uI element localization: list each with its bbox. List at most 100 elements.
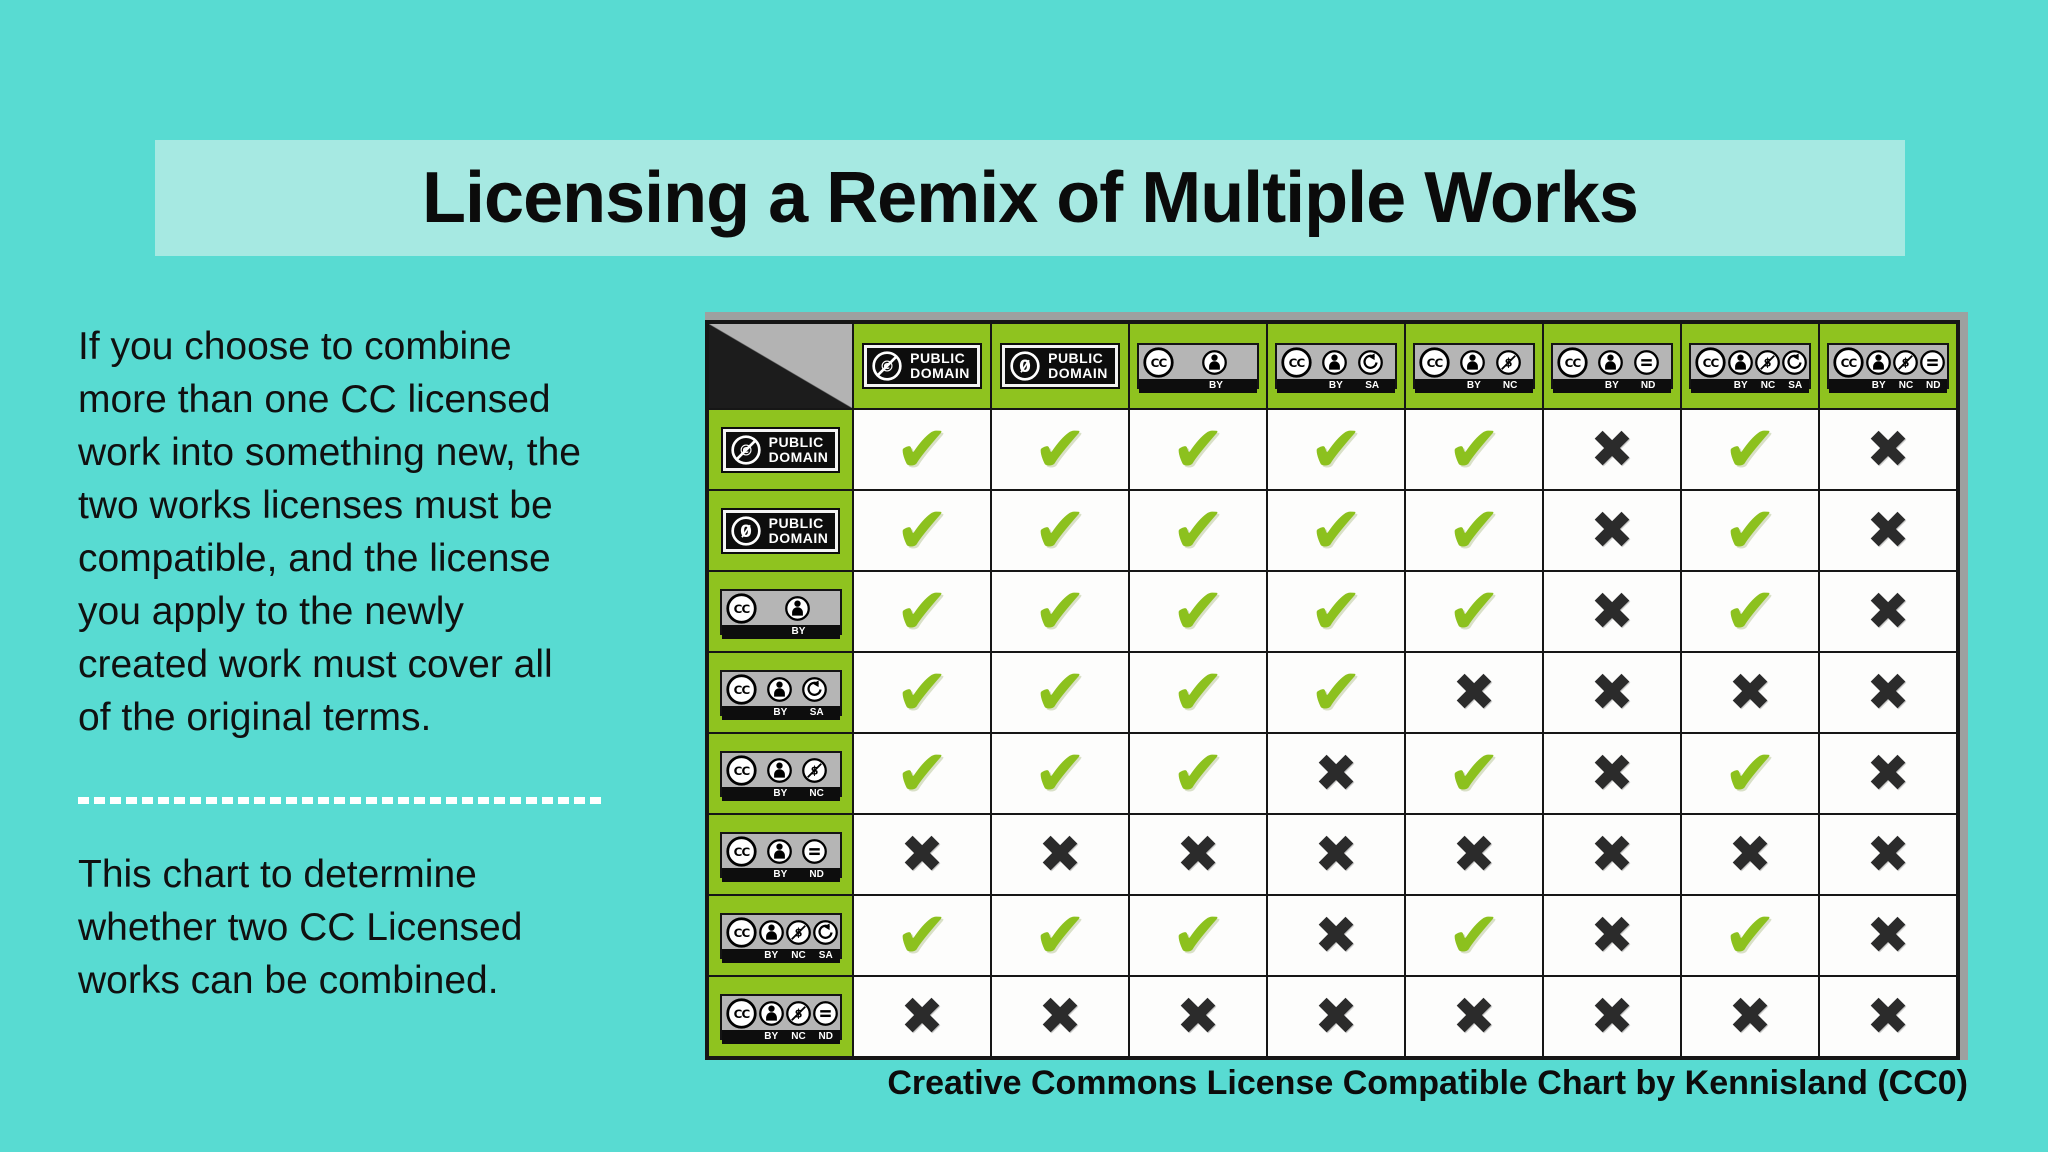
cell-cc0-x-pd: ✔ [853, 490, 991, 571]
cc-icon: CC [1557, 347, 1588, 378]
cross-icon: ✖ [1866, 500, 1910, 561]
svg-text:CC: CC [733, 845, 749, 859]
nd-icon [812, 1000, 838, 1026]
svg-text:CC: CC [1151, 356, 1167, 370]
by-icon [1866, 350, 1891, 375]
by-icon [784, 595, 810, 621]
by-icon [758, 919, 784, 945]
check-icon: ✔ [1723, 493, 1777, 568]
term-label-by: BY [764, 949, 779, 961]
term-label-sa: SA [1365, 380, 1380, 391]
cell-by-nc-x-by-nc-nd: ✖ [1819, 733, 1957, 814]
cross-icon: ✖ [1728, 824, 1772, 885]
svg-text:CC: CC [1427, 356, 1443, 370]
cell-cc0-x-by-sa: ✔ [1267, 490, 1405, 571]
term-label-by: BY [773, 706, 788, 718]
check-icon: ✔ [1033, 736, 1087, 811]
cell-by-nc-x-by-sa: ✖ [1267, 733, 1405, 814]
cc-icon: CC [1281, 347, 1312, 378]
cell-by-sa-x-pd: ✔ [853, 652, 991, 733]
cell-by-nc-sa-x-cc0: ✔ [991, 895, 1129, 976]
by-icon [1728, 350, 1753, 375]
cell-by-nc-sa-x-pd: ✔ [853, 895, 991, 976]
by-icon [766, 838, 792, 864]
nc-icon: $ [785, 1000, 811, 1026]
column-header-cc0: 0 PUBLIC DOMAIN [991, 323, 1129, 409]
cc-icon: CC [1143, 347, 1174, 378]
cell-by-nc-sa-x-by-nc-nd: ✖ [1819, 895, 1957, 976]
term-label-sa: SA [809, 706, 824, 718]
by-icon [1202, 350, 1227, 375]
compatibility-table: ©PUBLIC DOMAIN0PUBLIC DOMAINCCBYCCBYSACC… [705, 320, 1960, 1060]
zero-icon: 0 [1010, 351, 1040, 381]
cell-pd-x-by-sa: ✔ [1267, 409, 1405, 490]
check-icon: ✔ [895, 898, 949, 973]
cross-icon: ✖ [1452, 662, 1496, 723]
cell-by-nd-x-by-sa: ✖ [1267, 814, 1405, 895]
term-label-sa: SA [818, 949, 833, 961]
cell-cc0-x-by-nc-nd: ✖ [1819, 490, 1957, 571]
check-icon: ✔ [1171, 493, 1225, 568]
cross-icon: ✖ [1728, 986, 1772, 1047]
cell-cc0-x-by: ✔ [1129, 490, 1267, 571]
cc-icon: CC [725, 835, 757, 867]
nd-icon [802, 838, 828, 864]
cell-by-nc-sa-x-by-nc: ✔ [1405, 895, 1543, 976]
column-header-pd: ©PUBLIC DOMAIN [853, 323, 991, 409]
license-badge-pd: ©PUBLIC DOMAIN [720, 426, 841, 473]
check-icon: ✔ [1447, 493, 1501, 568]
cross-icon: ✖ [1314, 824, 1358, 885]
cell-by-x-pd: ✔ [853, 571, 991, 652]
check-icon: ✔ [1033, 655, 1087, 730]
cross-icon: ✖ [1866, 743, 1910, 804]
cc-icon: CC [725, 592, 757, 624]
cell-by-nc-sa-x-by: ✔ [1129, 895, 1267, 976]
svg-text:CC: CC [1289, 356, 1305, 370]
cell-pd-x-by-nc: ✔ [1405, 409, 1543, 490]
cross-icon: ✖ [1590, 905, 1634, 966]
cc-icon: CC [1419, 347, 1450, 378]
cell-by-x-by-sa: ✔ [1267, 571, 1405, 652]
cross-icon: ✖ [1866, 986, 1910, 1047]
cross-icon: ✖ [1314, 905, 1358, 966]
cell-by-nc-nd-x-by-nc-sa: ✖ [1681, 976, 1819, 1057]
cell-pd-x-by-nc-nd: ✖ [1819, 409, 1957, 490]
row-header-cc0: 0PUBLIC DOMAIN [708, 490, 853, 571]
cell-by-sa-x-by-nc-nd: ✖ [1819, 652, 1957, 733]
check-icon: ✔ [1447, 412, 1501, 487]
cell-by-x-cc0: ✔ [991, 571, 1129, 652]
row-header-by-sa: CC BY SA [708, 652, 853, 733]
cell-by-nc-x-pd: ✔ [853, 733, 991, 814]
cross-icon: ✖ [1866, 581, 1910, 642]
cross-icon: ✖ [1590, 419, 1634, 480]
table-caption: Creative Commons License Compatible Char… [887, 1064, 1968, 1102]
term-label-nc: NC [1760, 380, 1776, 391]
check-icon: ✔ [895, 574, 949, 649]
check-icon: ✔ [1033, 898, 1087, 973]
cell-by-nd-x-by-nd: ✖ [1543, 814, 1681, 895]
cell-pd-x-pd: ✔ [853, 409, 991, 490]
compatibility-table-frame: ©PUBLIC DOMAIN0PUBLIC DOMAINCCBYCCBYSACC… [705, 312, 1968, 1060]
license-badge-label: PUBLIC DOMAIN [1048, 350, 1108, 381]
cell-by-nc-nd-x-by-nd: ✖ [1543, 976, 1681, 1057]
cell-by-nc-x-by-nd: ✖ [1543, 733, 1681, 814]
check-icon: ✔ [1171, 655, 1225, 730]
svg-text:CC: CC [733, 683, 749, 697]
cross-icon: ✖ [1038, 986, 1082, 1047]
term-label-nc: NC [791, 1030, 806, 1042]
term-label-by: BY [1871, 380, 1886, 391]
check-icon: ✔ [1447, 736, 1501, 811]
cross-icon: ✖ [1452, 986, 1496, 1047]
cross-icon: ✖ [1590, 662, 1634, 723]
term-label-by: BY [773, 868, 788, 880]
term-label-by: BY [1466, 380, 1481, 391]
